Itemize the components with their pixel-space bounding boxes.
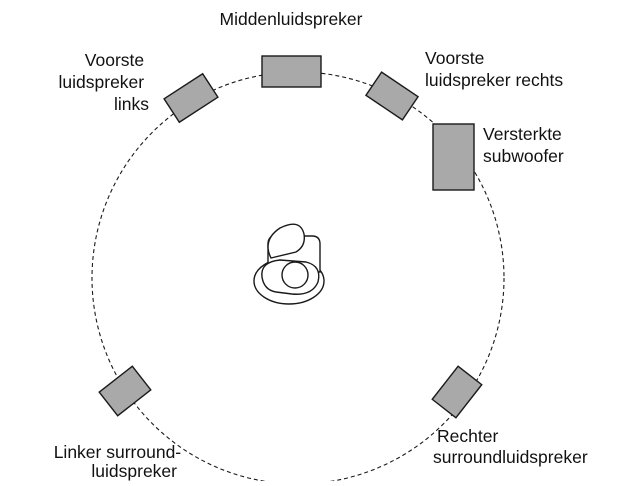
surround-left-speaker [98,365,152,417]
label-front-left: Voorste luidspreker links [59,50,150,114]
label-subwoofer: Versterkte subwoofer [483,124,567,166]
label-surround-right: Rechter surroundluidspreker [433,426,588,467]
front-right-speaker [364,71,420,121]
subwoofer-speaker [432,123,475,191]
listener-seated-icon [253,223,325,305]
label-front-right: Voorste luidspreker rechts [425,48,563,90]
center-speaker [261,55,322,88]
label-surround-left: Linker surround- luidspreker [54,442,186,481]
label-center: Middenluidspreker [220,9,363,29]
front-left-speaker [163,72,219,124]
surround-right-speaker [431,365,483,419]
